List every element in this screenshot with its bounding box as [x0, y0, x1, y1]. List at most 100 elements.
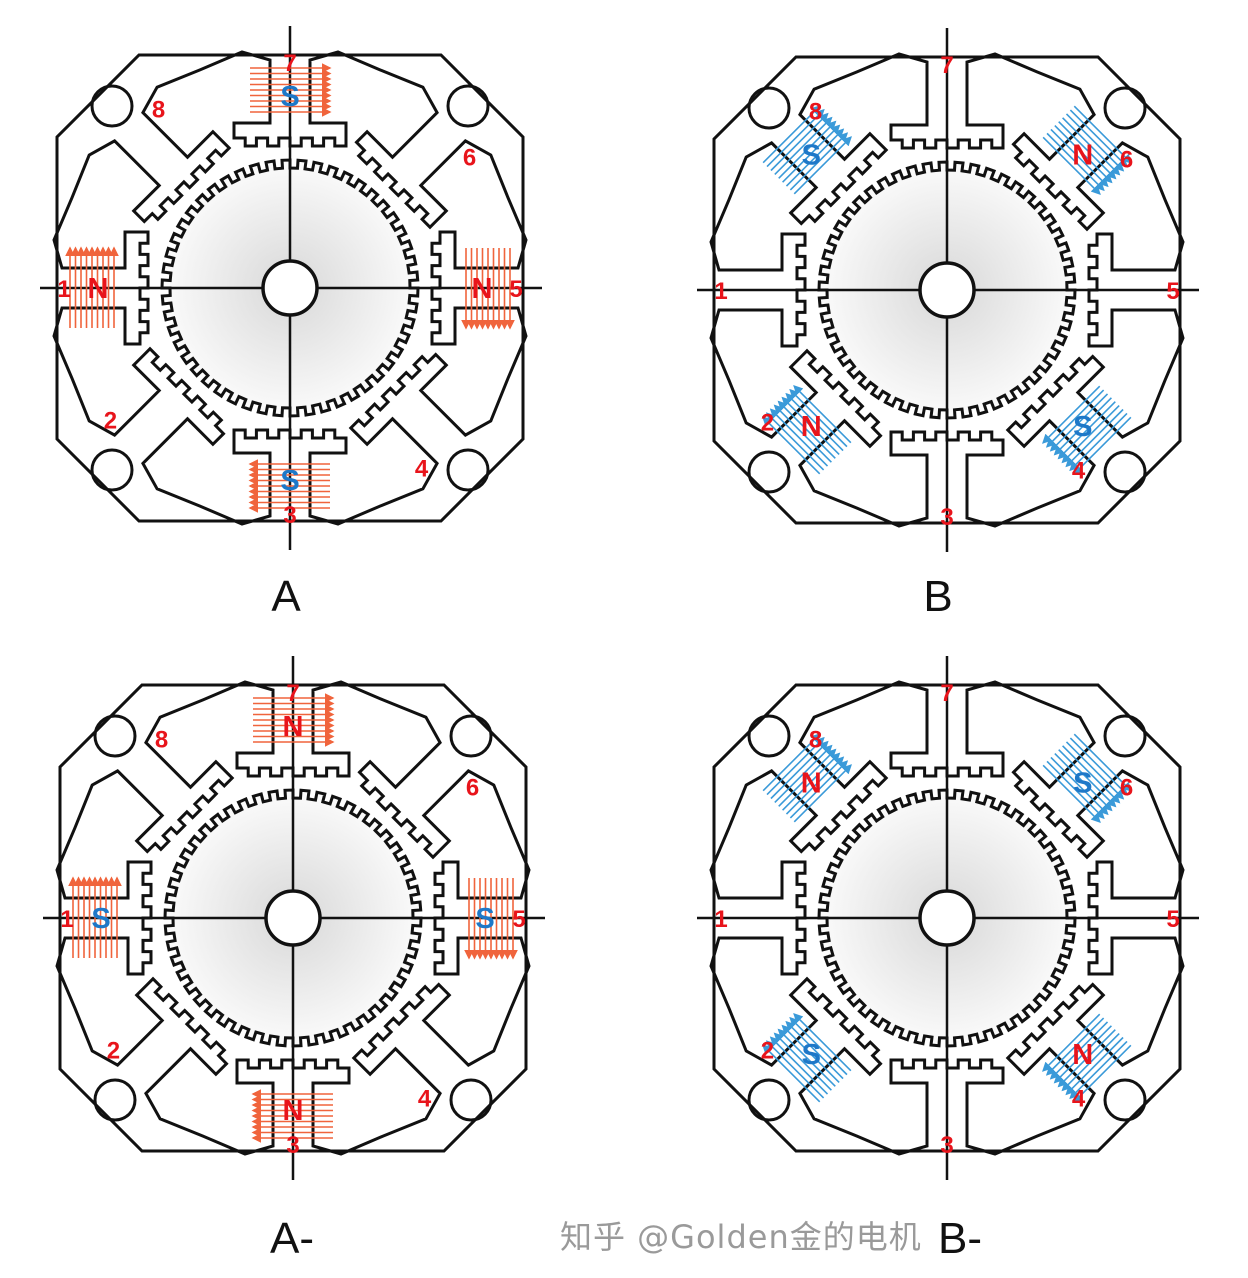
pole-number-label: 5: [1166, 906, 1179, 933]
magnetic-flux-arrow: [765, 1040, 825, 1099]
magnetic-flux-arrow: [769, 1036, 829, 1095]
pole-number-label: 8: [809, 726, 822, 753]
magnetic-flux-arrow: [777, 400, 836, 459]
magnetic-flux-arrow: [793, 136, 852, 195]
magnetic-flux-arrow: [1053, 397, 1112, 456]
magnetic-flux-arrow: [793, 385, 852, 444]
pole-number-label: 4: [1072, 1086, 1086, 1113]
pole-number-label: 2: [104, 408, 117, 435]
magnetic-flux-arrow: [1042, 385, 1101, 444]
magnetic-flux-arrow: [778, 120, 837, 179]
motor-frame-outline: [55, 53, 525, 523]
motor-frame-outline: [712, 55, 1182, 525]
magnetic-flux-arrow: [1069, 737, 1129, 796]
magnetic-flux-arrow: [1058, 121, 1117, 180]
magnetic-flux-arrow: [782, 124, 841, 183]
pole-number-label: 2: [107, 1038, 120, 1065]
magnetic-flux-arrow: [774, 116, 833, 175]
pole-polarity-label: S: [802, 1039, 821, 1071]
pole-polarity-label: N: [283, 1095, 304, 1127]
pole-polarity-label: N: [1072, 1039, 1093, 1071]
mounting-hole-icon: [446, 448, 490, 492]
magnetic-flux-arrow: [1065, 741, 1125, 800]
mounting-hole-icon: [93, 1078, 137, 1122]
pole-number-label: 7: [283, 50, 296, 77]
pole-number-label: 1: [714, 906, 727, 933]
pole-polarity-label: N: [283, 711, 304, 743]
stator-outline: [709, 52, 1185, 528]
magnetic-flux-arrow: [1058, 749, 1117, 808]
magnetic-flux-arrow: [793, 1013, 852, 1072]
mounting-hole-icon: [1103, 86, 1147, 130]
mounting-hole-icon: [90, 84, 134, 128]
magnetic-flux-arrow: [1042, 764, 1101, 823]
pole-number-label: 6: [466, 774, 479, 801]
pole-polarity-label: N: [472, 273, 493, 305]
magnetic-flux-arrow: [778, 748, 837, 807]
magnetic-flux-arrow: [773, 404, 832, 463]
mounting-hole-icon: [1103, 714, 1147, 758]
magnetic-flux-arrow: [762, 733, 821, 792]
magnetic-flux-arrow: [1050, 756, 1109, 816]
magnetic-flux-arrow: [1065, 113, 1125, 172]
magnetic-flux-arrow: [781, 396, 840, 455]
magnetic-flux-arrow: [1062, 745, 1121, 804]
mounting-hole-icon: [446, 84, 490, 128]
pole-number-label: 7: [286, 680, 299, 707]
magnetic-flux-arrow: [789, 1016, 848, 1076]
caption-a: A: [271, 572, 301, 621]
mounting-hole-icon: [747, 450, 791, 494]
mounting-hole-icon: [747, 1078, 791, 1122]
mounting-hole-icon: [93, 714, 137, 758]
shaft: [918, 889, 976, 947]
magnetic-flux-arrow: [1069, 1040, 1128, 1100]
magnetic-flux-arrow: [785, 756, 845, 815]
magnetic-flux-arrow: [1069, 412, 1128, 472]
magnetic-flux-arrow: [1069, 109, 1129, 168]
pole-polarity-label: N: [88, 273, 109, 305]
pole-number-label: 6: [463, 144, 476, 171]
magnetic-flux-arrow: [770, 112, 829, 172]
magnetic-flux-arrow: [762, 416, 821, 475]
pole-number-label: 3: [940, 1132, 953, 1159]
shaft: [264, 889, 322, 947]
magnetic-flux-arrow: [762, 1044, 821, 1103]
pole-number-label: 6: [1120, 774, 1133, 801]
magnetic-flux-arrow: [793, 764, 852, 823]
mounting-hole-icon: [449, 714, 493, 758]
caption-b: B: [923, 572, 953, 621]
magnetic-flux-arrow: [789, 132, 849, 191]
pole-number-label: 6: [1120, 146, 1133, 173]
pole-polarity-label: S: [475, 903, 494, 935]
pole-number-label: 8: [809, 98, 822, 125]
pole-polarity-label: N: [801, 767, 822, 799]
pole-number-label: 3: [283, 502, 296, 529]
magnetic-flux-arrow: [782, 752, 841, 811]
stator-outline: [709, 680, 1185, 1156]
mounting-hole-icon: [1103, 1078, 1147, 1122]
motor-frame-outline: [712, 683, 1182, 1153]
magnetic-flux-arrow: [1050, 128, 1109, 188]
magnetic-flux-arrow: [770, 740, 829, 800]
pole-number-label: 3: [286, 1132, 299, 1159]
mounting-hole-icon: [747, 714, 791, 758]
caption-a-minus: A-: [270, 1214, 314, 1263]
magnetic-flux-arrow: [1073, 416, 1132, 475]
pole-number-label: 4: [418, 1086, 432, 1113]
magnetic-flux-arrow: [1054, 753, 1113, 812]
magnetic-flux-arrow: [1045, 389, 1105, 448]
magnetic-flux-arrow: [1053, 1025, 1112, 1084]
pole-number-label: 2: [761, 410, 774, 437]
magnetic-flux-arrow: [1061, 1033, 1120, 1092]
pole-polarity-label: S: [280, 465, 299, 497]
pole-polarity-label: N: [1072, 139, 1093, 171]
magnetic-flux-arrow: [766, 108, 825, 168]
pole-polarity-label: S: [91, 903, 110, 935]
magnetic-flux-arrow: [1049, 1021, 1109, 1080]
pole-polarity-label: N: [801, 411, 822, 443]
